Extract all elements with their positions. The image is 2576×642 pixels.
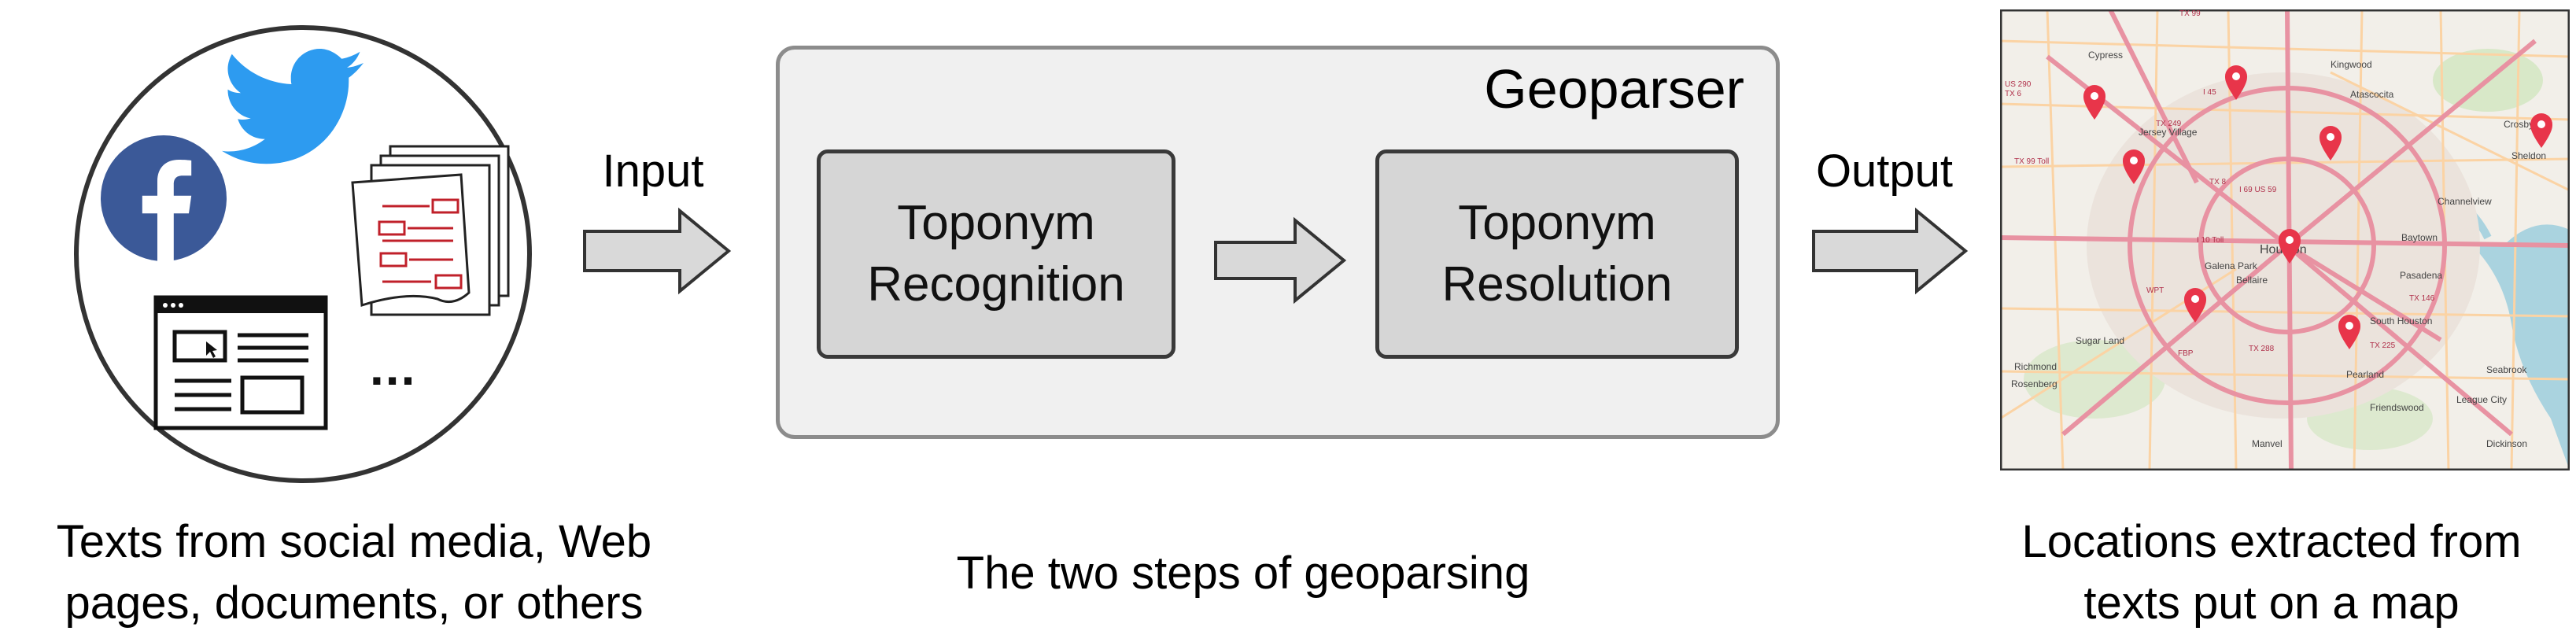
map-road-label: I 69 US 59 bbox=[2239, 186, 2277, 194]
map-road-label: WPT bbox=[2146, 286, 2164, 295]
map-road-label: I 10 Toll bbox=[2197, 236, 2224, 245]
map-place-label: Crosby bbox=[2504, 119, 2534, 130]
map-road-label: TX 8 bbox=[2209, 178, 2227, 186]
location-marker-icon bbox=[2225, 65, 2247, 100]
map-place-label: Manvel bbox=[2252, 438, 2283, 449]
geoparser-caption: The two steps of geoparsing bbox=[956, 548, 1530, 599]
map-road-label: TX 249 bbox=[2156, 120, 2182, 128]
map-road-label: TX 6 bbox=[2005, 90, 2022, 98]
facebook-icon bbox=[101, 135, 227, 261]
location-marker-icon bbox=[2320, 126, 2342, 160]
web-page-icon bbox=[153, 295, 328, 430]
documents-icon bbox=[351, 145, 510, 316]
map-place-label: League City bbox=[2456, 394, 2507, 405]
map-caption-line2: texts put on a map bbox=[2083, 577, 2460, 629]
geoparser-title: Geoparser bbox=[1484, 58, 1744, 120]
input-label: Input bbox=[602, 146, 704, 197]
map-place-label: South Houston bbox=[2370, 315, 2432, 327]
map-road-label: TX 99 Toll bbox=[2014, 157, 2049, 166]
step-arrow bbox=[1214, 216, 1347, 304]
map-road-label: TX 225 bbox=[2370, 341, 2396, 350]
map-place-label: Channelview bbox=[2438, 196, 2492, 207]
map-place-label: Rosenberg bbox=[2011, 378, 2057, 389]
bay-water bbox=[2472, 224, 2570, 470]
map-place-label: Pearland bbox=[2346, 369, 2384, 380]
toponym-recognition-line1: Toponym bbox=[897, 196, 1095, 250]
sources-caption: Texts from social media, Web pages, docu… bbox=[0, 511, 708, 634]
map-place-label: Richmond bbox=[2014, 361, 2057, 372]
location-marker-icon bbox=[2123, 149, 2145, 184]
location-marker-icon bbox=[2338, 315, 2360, 349]
map-road-label: I 45 bbox=[2203, 88, 2216, 97]
location-marker-icon bbox=[2184, 288, 2206, 323]
toponym-resolution-line2: Resolution bbox=[1441, 257, 1673, 312]
map-place-label: Pasadena bbox=[2400, 270, 2442, 281]
output-arrow bbox=[1812, 207, 1969, 295]
toponym-recognition-line2: Recognition bbox=[867, 257, 1125, 312]
map-place-label: Atascocita bbox=[2350, 89, 2394, 100]
map-road-label: TX 99 bbox=[2179, 9, 2201, 18]
map-place-label: Sheldon bbox=[2511, 150, 2546, 161]
twitter-icon bbox=[222, 49, 364, 164]
map-road-label: TX 146 bbox=[2409, 294, 2435, 303]
map-place-label: Kingwood bbox=[2331, 59, 2372, 70]
toponym-recognition-box: Toponym Recognition bbox=[817, 149, 1175, 359]
location-marker-icon bbox=[2530, 113, 2552, 148]
map-caption: Locations extracted from texts put on a … bbox=[1967, 511, 2576, 634]
map-place-label: Seabrook bbox=[2486, 364, 2527, 375]
output-label: Output bbox=[1815, 146, 1954, 197]
toponym-resolution-box: Toponym Resolution bbox=[1375, 149, 1739, 359]
map-place-label: Jersey Village bbox=[2139, 127, 2198, 138]
map-road-label: TX 288 bbox=[2249, 345, 2275, 353]
map-place-label: Cypress bbox=[2088, 50, 2123, 61]
sources-caption-line1: Texts from social media, Web bbox=[56, 516, 652, 567]
map-place-label: Sugar Land bbox=[2076, 335, 2124, 346]
map-place-label: Baytown bbox=[2401, 232, 2438, 243]
sources-caption-line2: pages, documents, or others bbox=[65, 577, 644, 629]
location-marker-icon bbox=[2083, 85, 2105, 120]
map-place-label: Bellaire bbox=[2236, 275, 2268, 286]
more-sources-ellipsis: ... bbox=[370, 339, 417, 396]
map-place-label: Dickinson bbox=[2486, 438, 2527, 449]
toponym-resolution-line1: Toponym bbox=[1458, 196, 1656, 250]
map-caption-line1: Locations extracted from bbox=[2021, 516, 2522, 567]
input-arrow bbox=[583, 207, 732, 295]
map-place-label: Galena Park bbox=[2205, 260, 2258, 271]
location-marker-icon bbox=[2279, 229, 2301, 264]
map-road-label: FBP bbox=[2178, 349, 2194, 358]
map-road-label: US 290 bbox=[2005, 80, 2032, 89]
map-place-label: Friendswood bbox=[2370, 402, 2424, 413]
